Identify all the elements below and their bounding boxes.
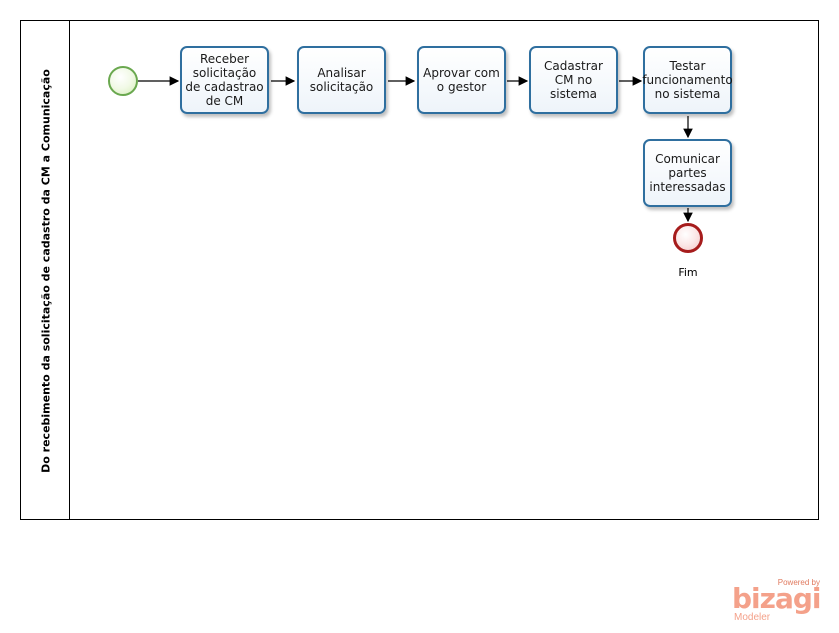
pool: Do recebimento da solicitação de cadastr…	[20, 20, 819, 520]
start-event[interactable]	[108, 66, 138, 96]
task-cadastrar[interactable]: Cadastrar CM no sistema	[529, 46, 618, 114]
task-aprovar[interactable]: Aprovar com o gestor	[417, 46, 506, 114]
task-comunicar[interactable]: Comunicar partes interessadas	[643, 139, 732, 207]
task-testar[interactable]: Testar funcionamento no sistema	[642, 46, 733, 114]
bizagi-wordmark: bizagi	[732, 582, 821, 615]
task-receber[interactable]: Receber solicitação de cadastrao de CM	[180, 46, 269, 114]
end-event[interactable]	[673, 223, 703, 253]
end-event-label: Fim	[678, 266, 698, 279]
pool-header: Do recebimento da solicitação de cadastr…	[21, 21, 70, 519]
modeler-text: Modeler	[734, 612, 771, 623]
powered-by-text: Powered by	[777, 578, 820, 587]
task-analisar[interactable]: Analisar solicitação	[297, 46, 386, 114]
bizagi-logo: Powered by bizagi Modeler	[732, 578, 821, 626]
